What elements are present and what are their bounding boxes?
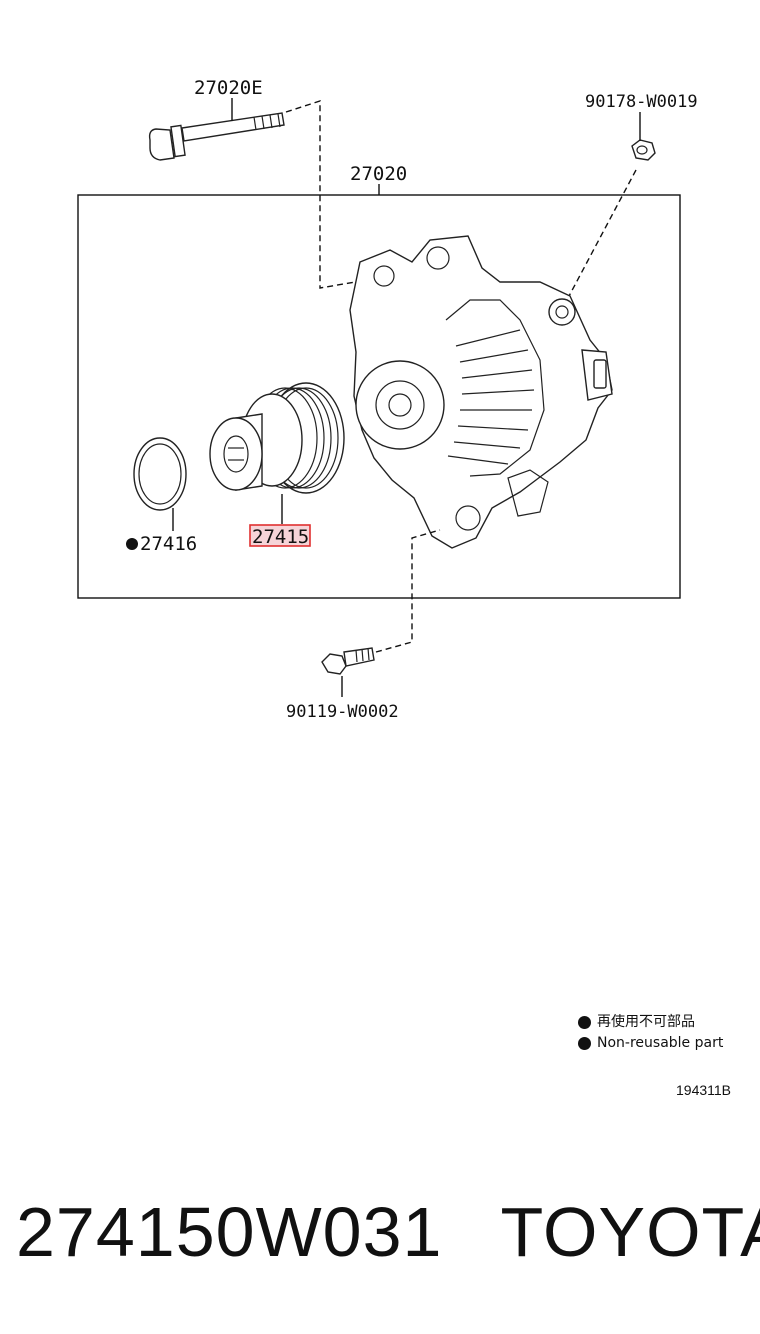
label-27020e[interactable]: 27020E xyxy=(194,77,263,99)
nonreusable-dot-icon xyxy=(578,1016,591,1029)
alternator-drawing xyxy=(349,235,613,549)
nut-drawing xyxy=(631,139,656,161)
label-90119-w0002[interactable]: 90119-W0002 xyxy=(286,702,399,722)
footer-brand: TOYOTA xyxy=(500,1193,760,1271)
legend-row-jp: 再使用不可部品 xyxy=(578,1012,723,1033)
footer-part-number: 274150W031 xyxy=(16,1193,443,1271)
legend: 再使用不可部品 Non-reusable part xyxy=(578,1012,723,1054)
footer-title: 274150W031 TOYOTA xyxy=(16,1192,760,1272)
bolt-top-path xyxy=(285,100,356,289)
label-27415[interactable]: 27415 xyxy=(252,526,309,548)
bolt-bottom-drawing xyxy=(321,647,375,675)
bolt-bottom-path xyxy=(375,529,441,653)
drawing-code: 194311B xyxy=(676,1082,732,1098)
ring-drawing xyxy=(133,437,187,511)
legend-en-text: Non-reusable part xyxy=(597,1035,724,1051)
nut-path xyxy=(567,169,637,299)
legend-row-en: Non-reusable part xyxy=(578,1033,723,1054)
nonreusable-dot xyxy=(126,538,138,550)
label-27416[interactable]: 27416 xyxy=(140,533,197,555)
label-27020[interactable]: 27020 xyxy=(350,163,407,185)
nonreusable-dot-icon xyxy=(578,1037,591,1050)
legend-jp-text: 再使用不可部品 xyxy=(597,1014,695,1030)
label-90178-w0019[interactable]: 90178-W0019 xyxy=(585,92,698,112)
parts-diagram: 27020E 90178-W0019 27020 27415 27416 901… xyxy=(77,77,698,722)
pulley-drawing xyxy=(209,382,345,494)
bolt-top-drawing xyxy=(148,112,285,161)
label-27415-highlight xyxy=(249,524,311,547)
